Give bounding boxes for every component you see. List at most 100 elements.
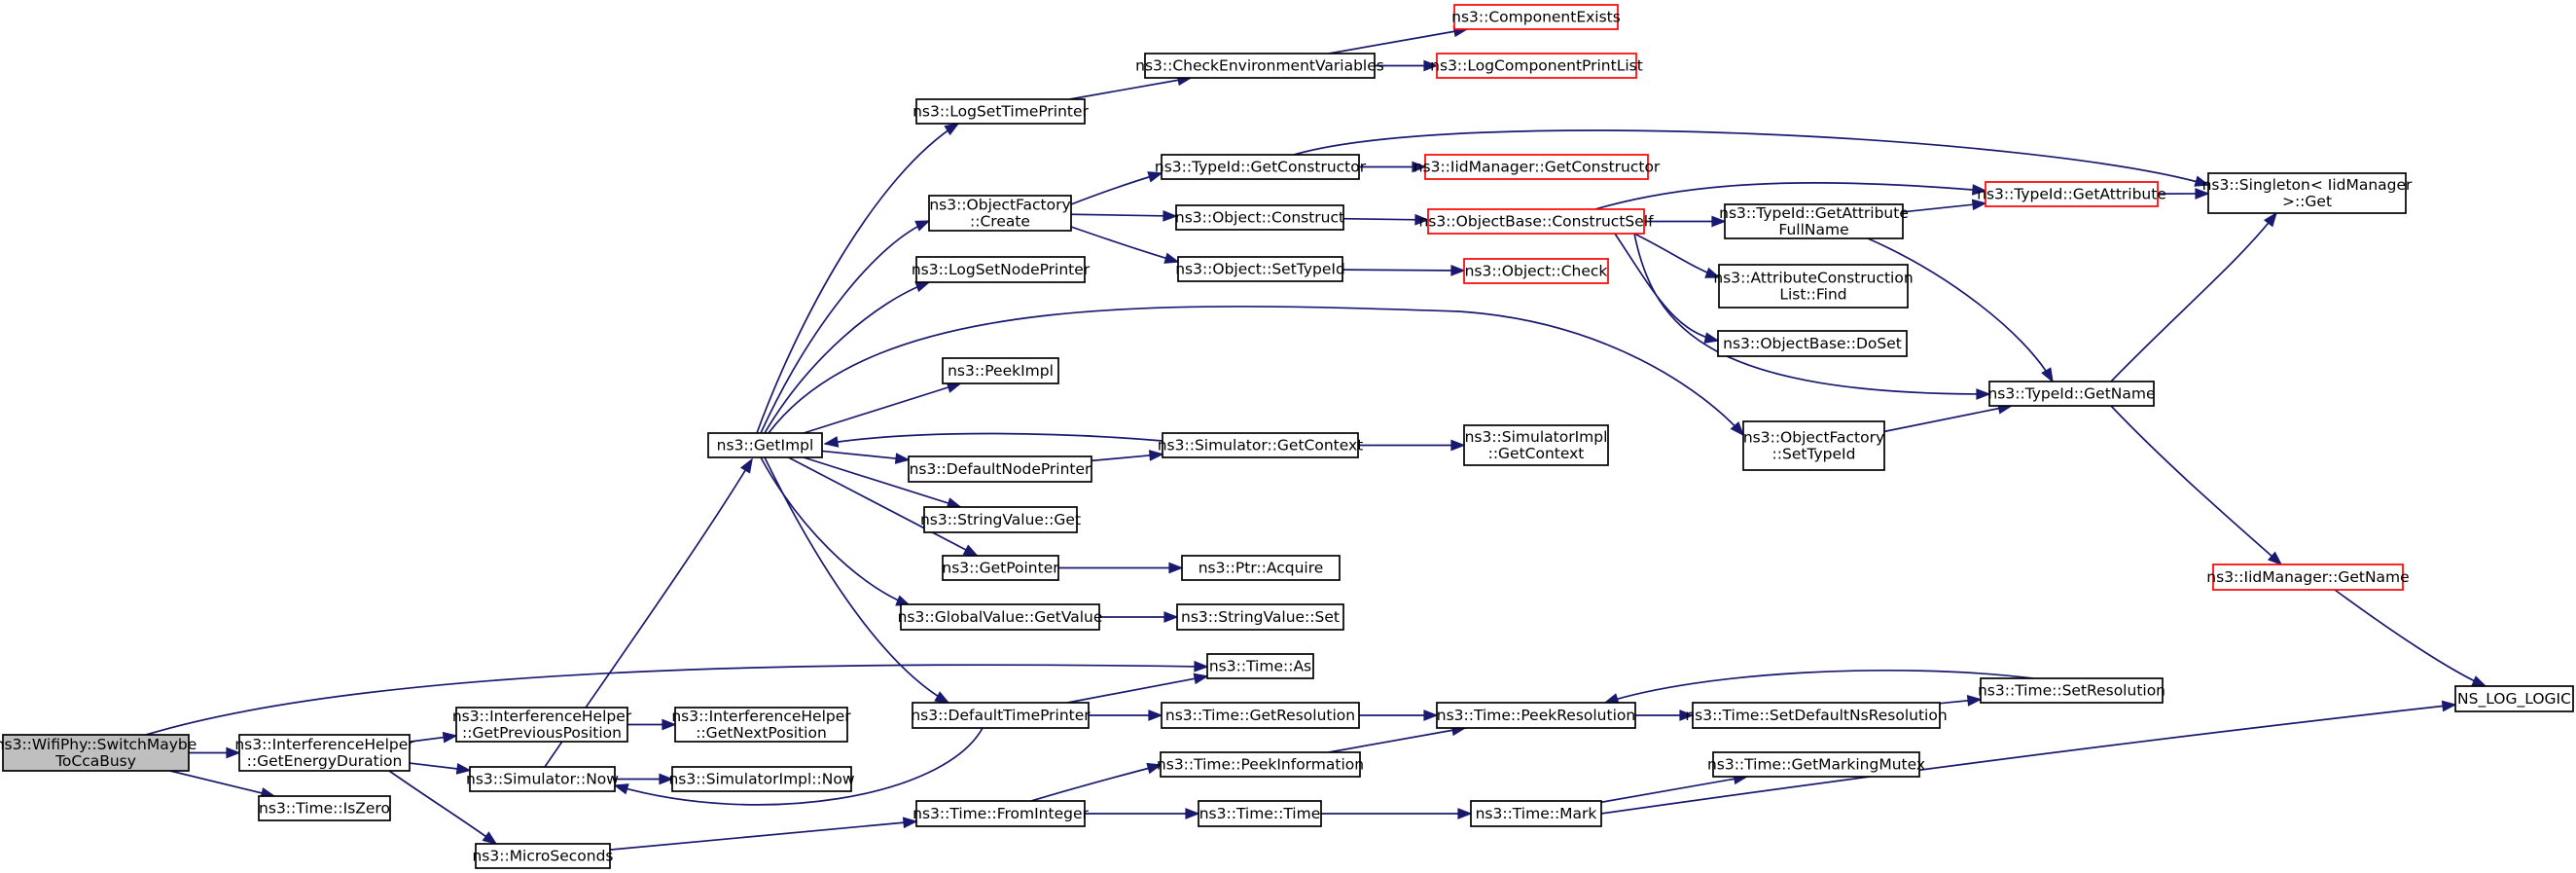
node-globalvalue_getvalue[interactable]: ns3::GlobalValue::GetValue bbox=[898, 603, 1103, 631]
arrowhead-icon bbox=[1730, 420, 1745, 437]
node-label: ns3::Time::Mark bbox=[1476, 805, 1597, 822]
edge-line bbox=[1067, 674, 1208, 704]
arrowhead-icon bbox=[914, 281, 931, 293]
arrowhead-icon bbox=[1163, 209, 1178, 222]
node-checkenv[interactable]: ns3::CheckEnvironmentVariables bbox=[1135, 53, 1384, 79]
node-peekimpl[interactable]: ns3::PeekImpl bbox=[942, 357, 1059, 384]
node-label: ns3::GetPointer bbox=[942, 560, 1059, 577]
node-objfactory_create[interactable]: ns3::ObjectFactory::Create bbox=[928, 195, 1072, 232]
node-label: ns3::Ptr::Acquire bbox=[1199, 560, 1324, 577]
edge-line bbox=[764, 281, 930, 434]
arrowhead-icon bbox=[1679, 709, 1695, 721]
node-time_time[interactable]: ns3::Time::Time bbox=[1198, 800, 1322, 827]
node-time_as[interactable]: ns3::Time::As bbox=[1206, 653, 1314, 679]
node-logsetnodeprinter[interactable]: ns3::LogSetNodePrinter bbox=[912, 256, 1091, 283]
node-time_getmarkingmutex[interactable]: ns3::Time::GetMarkingMutex bbox=[1707, 751, 1925, 778]
node-time_setdefaultnsresolution[interactable]: ns3::Time::SetDefaultNsResolution bbox=[1685, 702, 1948, 729]
edge-line bbox=[1069, 77, 1192, 100]
node-label: FullName bbox=[1778, 221, 1848, 238]
node-label: ns3::GetImpl bbox=[717, 437, 814, 455]
node-label: ::GetEnergyDuration bbox=[247, 752, 403, 770]
node-componentexists[interactable]: ns3::ComponentExists bbox=[1451, 4, 1621, 30]
arrowhead-icon bbox=[2263, 211, 2278, 228]
node-box bbox=[1692, 702, 1941, 729]
edge-line bbox=[2334, 589, 2487, 687]
node-object_construct[interactable]: ns3::Object::Construct bbox=[1175, 204, 1344, 231]
node-simimpl_getcontext[interactable]: ns3::SimulatorImpl::GetContext bbox=[1463, 424, 1609, 466]
node-box bbox=[1742, 420, 1885, 471]
node-time_peekinformation[interactable]: ns3::Time::PeekInformation bbox=[1157, 751, 1364, 778]
node-box bbox=[1427, 208, 1645, 235]
node-stringvalue_get[interactable]: ns3::StringValue::Get bbox=[920, 506, 1081, 533]
node-time_setresolution[interactable]: ns3::Time::SetResolution bbox=[1978, 677, 2165, 704]
node-label: ns3::Time::GetMarkingMutex bbox=[1707, 756, 1925, 774]
node-objfactory_settypeid[interactable]: ns3::ObjectFactory::SetTypeId bbox=[1742, 420, 1885, 471]
arrowhead-icon bbox=[739, 457, 753, 474]
node-time_getresolution[interactable]: ns3::Time::GetResolution bbox=[1161, 702, 1360, 729]
node-microseconds[interactable]: ns3::MicroSeconds bbox=[472, 843, 614, 869]
edge-typeid_getattribute-to-singleton_get bbox=[2157, 188, 2210, 200]
node-ns_log_logic[interactable]: NS_LOG_LOGIC bbox=[2454, 685, 2574, 712]
node-typeid_getname[interactable]: ns3::TypeId::GetName bbox=[1987, 381, 2156, 407]
node-label: ns3::ComponentExists bbox=[1451, 9, 1621, 26]
node-getpointer[interactable]: ns3::GetPointer bbox=[942, 555, 1059, 581]
node-time_peekresolution[interactable]: ns3::Time::PeekResolution bbox=[1436, 702, 1636, 729]
node-label: ns3::Time::Time bbox=[1199, 805, 1321, 822]
node-typeid_getconstructor[interactable]: ns3::TypeId::GetConstructor bbox=[1155, 154, 1367, 180]
edge-getimpl-to-objfactory_settypeid bbox=[768, 306, 1745, 437]
node-stringvalue_set[interactable]: ns3::StringValue::Set bbox=[1176, 603, 1344, 631]
edge-defaultnodeprinter-to-sim_getcontext bbox=[1091, 450, 1164, 462]
node-box bbox=[1980, 677, 2164, 704]
edge-time_peekresolution-to-time_setdefaultnsresolution bbox=[1635, 709, 1695, 721]
node-iidmanager_getconstructor[interactable]: ns3::IidManager::GetConstructor bbox=[1413, 154, 1661, 180]
arrowhead-icon bbox=[1194, 660, 1209, 673]
edge-line bbox=[1600, 776, 1747, 804]
edge-line bbox=[788, 456, 978, 557]
node-simimpl_now[interactable]: ns3::SimulatorImpl::Now bbox=[668, 766, 855, 792]
edge-line bbox=[2110, 212, 2277, 382]
node-typeid_getattribute[interactable]: ns3::TypeId::GetAttribute bbox=[1977, 181, 2166, 207]
arrowhead-icon bbox=[442, 731, 458, 744]
node-singleton_get[interactable]: ns3::Singleton< IidManager >::Get bbox=[2202, 172, 2413, 214]
node-box bbox=[1436, 53, 1637, 79]
node-ih_nextpos[interactable]: ns3::InterferenceHelper::GetNextPosition bbox=[671, 707, 851, 743]
node-getimpl[interactable]: ns3::GetImpl bbox=[707, 432, 823, 458]
node-box bbox=[1712, 751, 1920, 778]
edge-sim_getcontext-to-getimpl bbox=[823, 432, 1163, 448]
node-object_settypeid[interactable]: ns3::Object::SetTypeId bbox=[1175, 256, 1345, 282]
edge-getimpl-to-logsettimeprinter bbox=[756, 123, 960, 434]
node-time_frominteger[interactable]: ns3::Time::FromInteger bbox=[912, 800, 1089, 827]
node-box bbox=[707, 432, 823, 458]
node-logcomponentprintlist[interactable]: ns3::LogComponentPrintList bbox=[1430, 53, 1643, 79]
node-label: ns3::InterferenceHelper bbox=[671, 708, 851, 725]
edge-objfactory_settypeid-to-typeid_getname bbox=[1883, 402, 2014, 433]
arrowhead-icon bbox=[1711, 215, 1727, 228]
node-label: ns3::Object::Construct bbox=[1175, 209, 1344, 227]
edge-line bbox=[1633, 233, 1720, 278]
node-sim_getcontext[interactable]: ns3::Simulator::GetContext bbox=[1158, 432, 1364, 458]
arrowhead-icon bbox=[894, 453, 911, 464]
node-object_check[interactable]: ns3::Object::Check bbox=[1463, 258, 1609, 284]
node-time_mark[interactable]: ns3::Time::Mark bbox=[1470, 800, 1602, 827]
node-iidmanager_getname[interactable]: ns3::IidManager::GetName bbox=[2206, 564, 2410, 591]
node-ih_energy[interactable]: ns3::InterferenceHelper::GetEnergyDurati… bbox=[234, 734, 414, 772]
node-defaultnodeprinter[interactable]: ns3::DefaultNodePrinter bbox=[908, 455, 1092, 483]
node-ptr_acquire[interactable]: ns3::Ptr::Acquire bbox=[1181, 555, 1341, 581]
edge-wifiphy-to-time_as bbox=[145, 660, 1209, 736]
node-time_iszero[interactable]: ns3::Time::IsZero bbox=[258, 795, 391, 821]
edge-ih_energy-to-sim_now bbox=[409, 762, 472, 775]
node-label: ns3::TypeId::GetAttribute bbox=[1977, 186, 2166, 203]
node-sim_now[interactable]: ns3::Simulator::Now bbox=[466, 766, 619, 792]
node-objectbase_constructself[interactable]: ns3::ObjectBase::ConstructSelf bbox=[1418, 208, 1654, 235]
node-ih_prevpos[interactable]: ns3::InterferenceHelper::GetPreviousPosi… bbox=[452, 707, 632, 743]
edge-line bbox=[1902, 202, 1986, 213]
node-defaulttimeprinter[interactable]: ns3::DefaultTimePrinter bbox=[911, 702, 1091, 729]
edge-time_frominteger-to-time_peekinformation bbox=[1030, 762, 1163, 802]
node-objectbase_doset[interactable]: ns3::ObjectBase::DoSet bbox=[1717, 330, 1908, 357]
node-logsettimeprinter[interactable]: ns3::LogSetTimePrinter bbox=[912, 98, 1090, 125]
